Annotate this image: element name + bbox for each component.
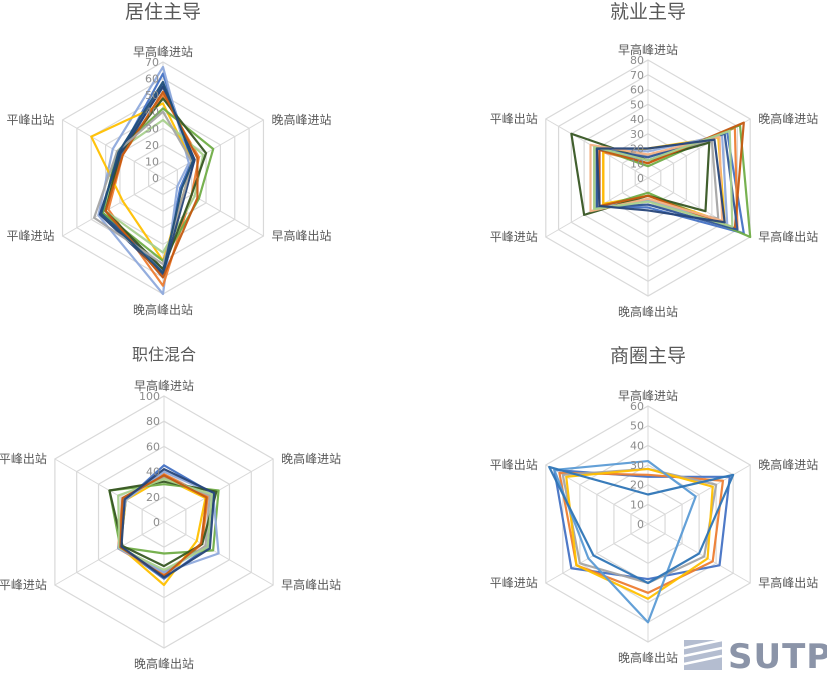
axis-label: 晚高峰出站 (134, 656, 194, 671)
axis-label: 平峰进站 (0, 578, 47, 592)
axis-spoke (545, 523, 649, 584)
axis-label: 晚高峰进站 (281, 451, 341, 466)
tick-label: 10 (630, 157, 644, 170)
tick-label: 20 (630, 143, 644, 156)
series-line-10 (589, 135, 724, 222)
tick-label: 30 (630, 459, 644, 472)
tick-label: 10 (630, 498, 644, 511)
series-line-11 (593, 129, 734, 228)
tick-label: 50 (145, 89, 159, 102)
tick-label: 80 (630, 54, 644, 67)
axis-label: 早高峰进站 (618, 42, 678, 57)
axis-label: 早高峰进站 (618, 388, 678, 403)
tick-label: 50 (630, 420, 644, 433)
axis-label: 晚高峰出站 (133, 302, 193, 317)
logo-stripes-icon (683, 638, 723, 666)
axis-label: 平峰进站 (7, 229, 55, 243)
logo-text: SUTPC (728, 637, 827, 675)
tick-label: 40 (630, 439, 644, 452)
chart-title: 居住主导 (125, 1, 201, 23)
axis-label: 早高峰出站 (271, 228, 331, 243)
axis-label: 晚高峰进站 (758, 457, 818, 472)
series-line-6 (548, 465, 735, 585)
tick-label: 40 (146, 466, 160, 479)
series-line-5 (553, 459, 697, 624)
tick-label: 60 (630, 400, 644, 413)
tick-label: 20 (630, 479, 644, 492)
chart-title: 就业主导 (610, 1, 686, 23)
axis-label: 平峰出站 (0, 452, 47, 466)
axis-label: 晚高峰出站 (618, 650, 678, 665)
series-line-10 (120, 467, 216, 579)
tick-label: 60 (145, 73, 159, 86)
tick-label: 20 (145, 139, 159, 152)
chart-title: 职住混合 (132, 345, 196, 364)
tick-label: 20 (146, 491, 160, 504)
chart-title: 商圈主导 (610, 345, 686, 367)
tick-label: 30 (630, 128, 644, 141)
axis-label: 早高峰进站 (134, 378, 194, 393)
tick-label: 80 (146, 415, 160, 428)
tick-label: 0 (153, 516, 160, 529)
axis-label: 晚高峰进站 (758, 111, 818, 126)
axis-spoke (54, 521, 165, 586)
axis-label: 平峰进站 (490, 576, 538, 590)
axis-label: 平峰进站 (490, 230, 538, 244)
series-line-12 (100, 80, 195, 274)
axis-spoke (62, 177, 164, 237)
axis-label: 平峰出站 (490, 458, 538, 472)
series-line-2 (558, 471, 725, 594)
axis-label: 早高峰出站 (758, 229, 818, 244)
tick-label: 0 (152, 172, 159, 185)
series-line-9 (98, 85, 196, 276)
axis-label: 早高峰出站 (758, 575, 818, 590)
tick-label: 10 (145, 155, 159, 168)
axis-label: 早高峰进站 (133, 44, 193, 59)
tick-label: 30 (145, 122, 159, 135)
tick-label: 40 (630, 113, 644, 126)
series-line-10 (104, 90, 199, 279)
tick-label: 0 (637, 518, 644, 531)
series-line-8 (117, 478, 214, 571)
axis-label: 晚高峰进站 (271, 112, 331, 127)
axis-label: 平峰出站 (7, 113, 55, 127)
tick-label: 100 (139, 390, 160, 403)
tick-label: 60 (146, 440, 160, 453)
axis-label: 晚高峰出站 (618, 304, 678, 319)
series-line-4 (565, 467, 714, 600)
tick-label: 40 (145, 106, 159, 119)
series-line-7 (108, 480, 218, 568)
tick-label: 70 (145, 56, 159, 69)
axis-label: 平峰出站 (490, 112, 538, 126)
axis-label: 早高峰出站 (281, 577, 341, 592)
series-line-12 (595, 138, 726, 224)
tick-label: 60 (630, 84, 644, 97)
tick-label: 50 (630, 98, 644, 111)
sutpc-logo: SUTPC (683, 637, 827, 675)
tick-label: 0 (637, 172, 644, 185)
tick-label: 70 (630, 69, 644, 82)
radar-chart-2: 就业主导01020304050607080早高峰进站晚高峰进站早高峰出站晚高峰出… (490, 1, 818, 319)
series-line-3 (97, 65, 190, 296)
